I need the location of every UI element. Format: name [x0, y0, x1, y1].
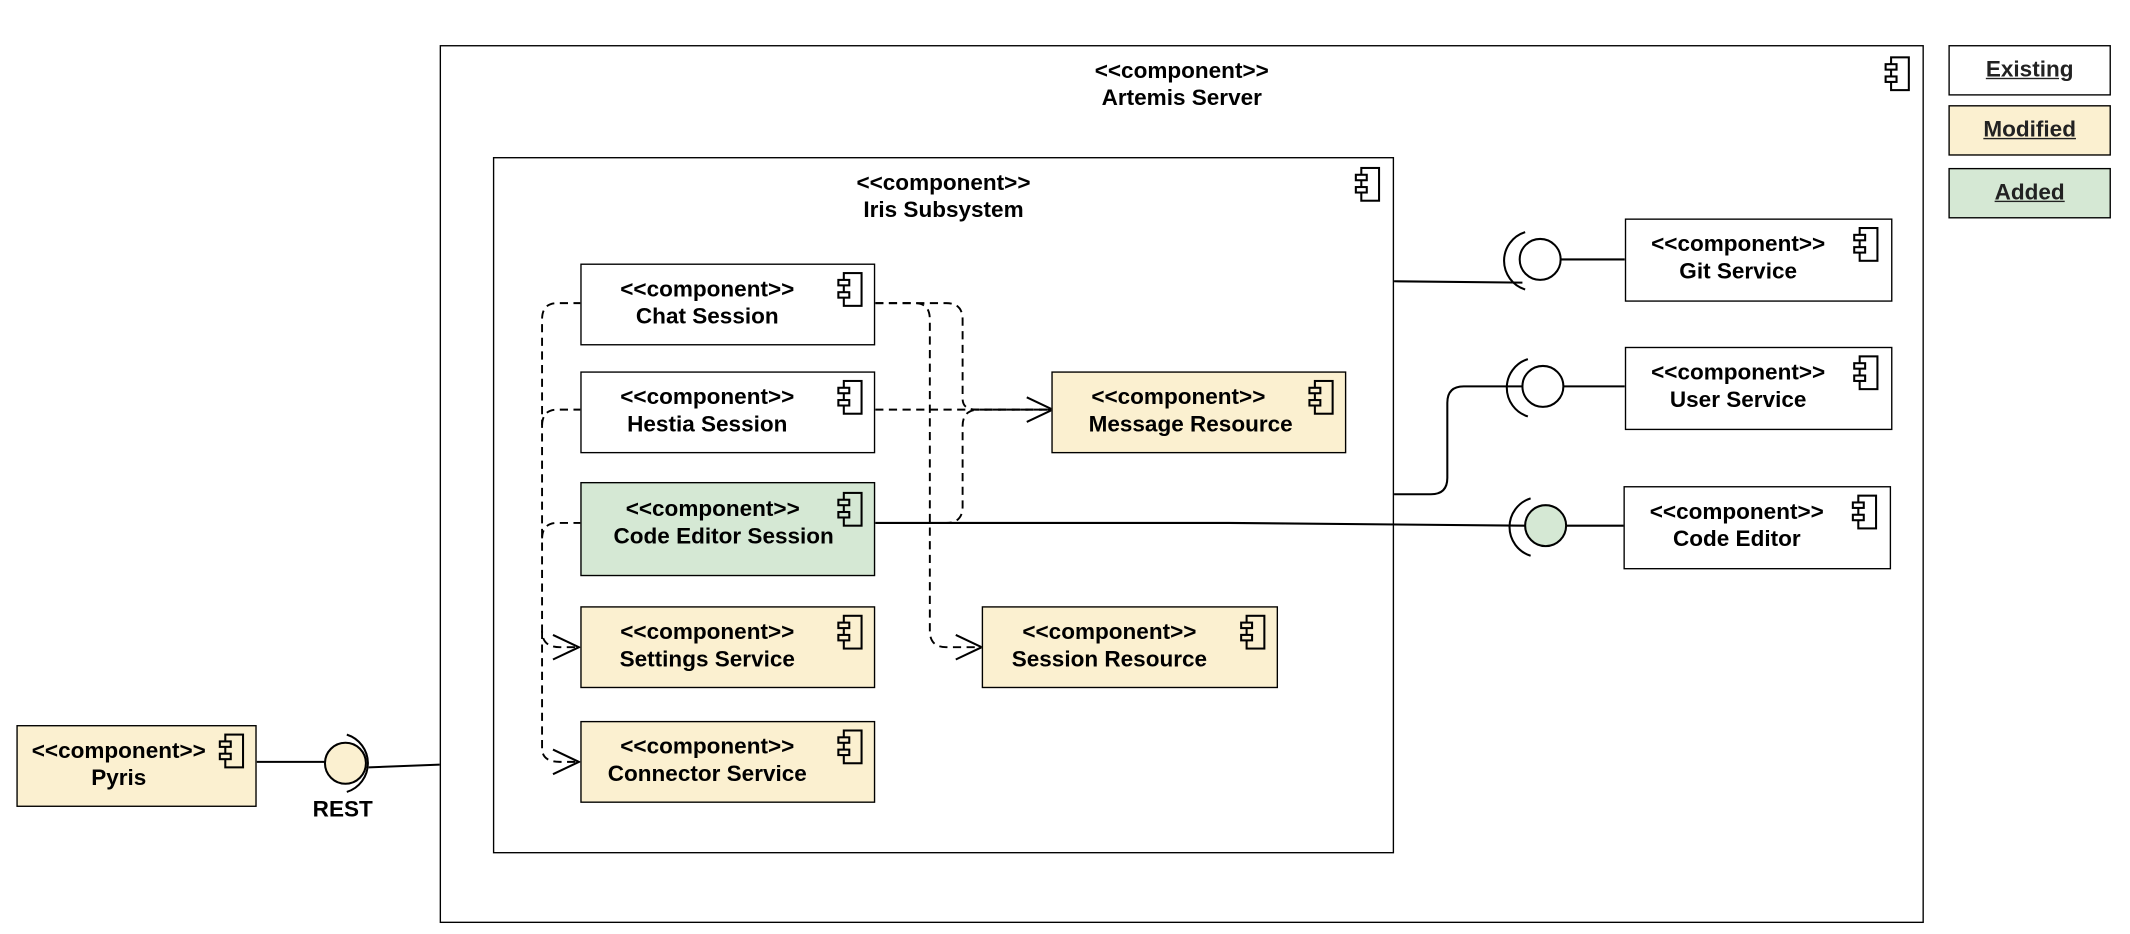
component-icon — [837, 379, 863, 415]
iris-subsystem-title: Iris Subsystem — [863, 197, 1024, 223]
dep-chat-message — [875, 302, 1052, 411]
artemis-stereotype: <<component>> — [1094, 58, 1269, 84]
chat-session-component: <<component>> Chat Session — [580, 263, 876, 346]
arrowhead-settings — [552, 633, 582, 661]
settings-service-name: Settings Service — [619, 647, 795, 672]
pyris-stereotype: <<component>> — [31, 738, 206, 764]
component-icon — [837, 614, 863, 650]
connector-codeeditorsession-codeeditor — [875, 521, 1527, 527]
legend-existing: Existing — [1948, 45, 2111, 96]
connector-iris-git — [1394, 280, 1523, 284]
rest-interface-ball — [323, 741, 367, 785]
connector-service-stereotype: <<component>> — [620, 734, 795, 760]
settings-service-stereotype: <<component>> — [620, 619, 795, 645]
user-service-component: <<component>> User Service — [1624, 346, 1893, 431]
connector-rest-artemis — [368, 763, 440, 769]
dep-chat-settings — [541, 302, 582, 649]
component-icon — [218, 733, 245, 769]
user-interface-ball — [1521, 364, 1565, 408]
legend-modified: Modified — [1948, 105, 2111, 156]
component-icon — [837, 491, 863, 527]
component-icon — [1308, 379, 1334, 415]
chat-session-stereotype: <<component>> — [620, 277, 795, 302]
user-socket — [1505, 358, 1529, 418]
session-resource-name: Session Resource — [1011, 647, 1208, 672]
session-resource-component: <<component>> Session Resource — [981, 606, 1279, 689]
component-icon — [837, 729, 863, 765]
arrowhead-connector — [552, 748, 582, 776]
user-service-name: User Service — [1669, 387, 1807, 413]
component-icon — [1851, 494, 1878, 530]
message-resource-stereotype: <<component>> — [1091, 385, 1266, 410]
message-resource-component: <<component>> Message Resource — [1051, 371, 1347, 454]
dep-to-connector — [541, 630, 579, 763]
hestia-session-stereotype: <<component>> — [620, 385, 795, 410]
legend-added: Added — [1948, 167, 2111, 219]
codeeditor-socket — [1508, 497, 1531, 557]
dep-codeeditor-message — [875, 408, 1052, 524]
session-resource-stereotype: <<component>> — [1022, 619, 1197, 645]
codeeditor-interface-ball — [1524, 504, 1568, 548]
rest-interface-label: REST — [312, 797, 373, 822]
git-service-name: Git Service — [1679, 259, 1798, 285]
code-editor-stereotype: <<component>> — [1649, 499, 1824, 525]
code-editor-session-stereotype: <<component>> — [625, 497, 800, 522]
dep-codeeditor-left — [541, 521, 582, 540]
component-icon — [837, 272, 863, 307]
component-icon — [1240, 614, 1266, 650]
git-service-stereotype: <<component>> — [1651, 232, 1826, 257]
git-service-component: <<component>> Git Service — [1624, 218, 1893, 302]
code-editor-component: <<component>> Code Editor — [1623, 486, 1892, 570]
dep-chat-session-resource — [875, 302, 982, 649]
message-resource-name: Message Resource — [1088, 412, 1293, 437]
pyris-component: <<component>> Pyris — [16, 725, 257, 807]
git-socket — [1503, 231, 1526, 291]
connector-service-component: <<component>> Connector Service — [580, 720, 876, 803]
pyris-name: Pyris — [91, 765, 147, 791]
component-icon — [1884, 56, 1910, 92]
connector-iris-user — [1394, 385, 1526, 496]
hestia-session-component: <<component>> Hestia Session — [580, 371, 876, 454]
component-icon — [1354, 166, 1381, 202]
artemis-server-title: Artemis Server — [1101, 86, 1262, 111]
component-icon — [1853, 226, 1879, 262]
arrowhead-session — [955, 633, 985, 661]
user-service-stereotype: <<component>> — [1651, 360, 1826, 386]
code-editor-name: Code Editor — [1672, 527, 1801, 552]
git-interface-ball — [1518, 237, 1562, 281]
hestia-session-name: Hestia Session — [627, 412, 788, 437]
dep-hestia-left — [541, 408, 582, 427]
rest-socket — [346, 733, 369, 793]
chat-session-name: Chat Session — [635, 304, 779, 330]
code-editor-session-name: Code Editor Session — [613, 524, 834, 549]
settings-service-component: <<component>> Settings Service — [580, 606, 876, 689]
iris-stereotype: <<component>> — [856, 170, 1031, 196]
code-editor-session-component: <<component>> Code Editor Session — [580, 481, 876, 577]
component-icon — [1853, 355, 1879, 391]
connector-service-name: Connector Service — [607, 761, 807, 787]
